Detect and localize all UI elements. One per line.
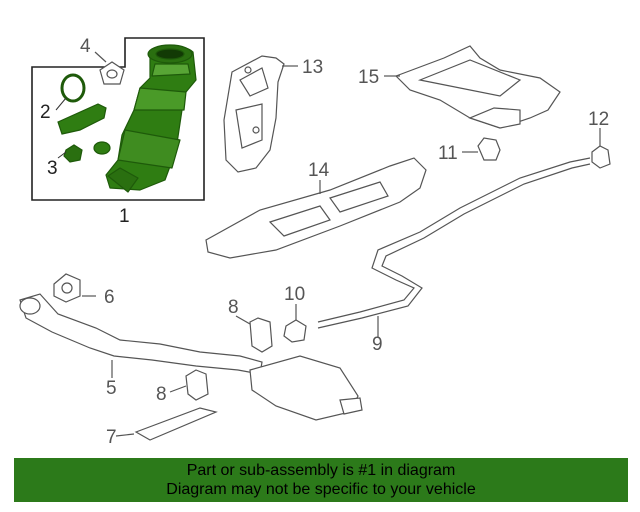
callout-3[interactable]: 3 (47, 158, 58, 179)
callout-5[interactable]: 5 (106, 378, 117, 399)
callout-11[interactable]: 11 (438, 143, 458, 164)
footer-line-1: Part or sub-assembly is #1 in diagram (186, 462, 456, 479)
heat-shield-part-14[interactable] (205, 157, 427, 259)
callout-8a[interactable]: 8 (228, 297, 239, 318)
callout-2[interactable]: 2 (40, 102, 51, 123)
callout-8b[interactable]: 8 (156, 384, 167, 405)
callout-10[interactable]: 10 (284, 284, 305, 305)
callout-1[interactable]: 1 (119, 206, 130, 227)
parts-diagram: 1 2 3 4 5 6 7 8 8 9 10 11 12 13 14 15 (19, 36, 611, 448)
hanger-part-8b[interactable] (169, 369, 209, 401)
footer-line-2: Diagram may not be specific to your vehi… (166, 481, 476, 498)
muffler[interactable] (249, 355, 363, 421)
callout-9[interactable]: 9 (372, 334, 383, 355)
front-pipe-part-5[interactable] (19, 293, 263, 378)
callout-15[interactable]: 15 (358, 67, 379, 88)
bracket-part-3[interactable] (57, 103, 111, 163)
callout-labels: 1 2 3 4 5 6 7 8 8 9 10 11 12 13 14 15 (40, 36, 609, 448)
callout-12[interactable]: 12 (588, 109, 609, 130)
callout-6[interactable]: 6 (104, 287, 115, 308)
gasket-part-6[interactable] (53, 273, 96, 303)
hanger-part-12[interactable] (591, 128, 611, 169)
heat-shield-part-13[interactable] (223, 55, 298, 173)
exhaust-pipe-part-9[interactable] (317, 157, 591, 338)
callout-13[interactable]: 13 (302, 57, 323, 78)
assembly-1-box[interactable] (31, 37, 205, 201)
hanger-part-11[interactable] (462, 137, 501, 161)
gasket-part-2[interactable] (55, 73, 86, 111)
footer-banner: Part or sub-assembly is #1 in diagram Di… (14, 458, 628, 502)
heat-shield-part-7[interactable] (115, 407, 218, 441)
catalytic-converter-part-1[interactable] (105, 44, 197, 193)
callout-4[interactable]: 4 (80, 36, 91, 57)
insulator-part-10[interactable] (283, 304, 307, 343)
crossmember-part-15[interactable] (384, 45, 561, 129)
hanger-part-8a[interactable] (235, 315, 273, 353)
gasket-part-4[interactable] (94, 51, 125, 85)
callout-14[interactable]: 14 (308, 160, 330, 181)
callout-7[interactable]: 7 (106, 427, 117, 448)
